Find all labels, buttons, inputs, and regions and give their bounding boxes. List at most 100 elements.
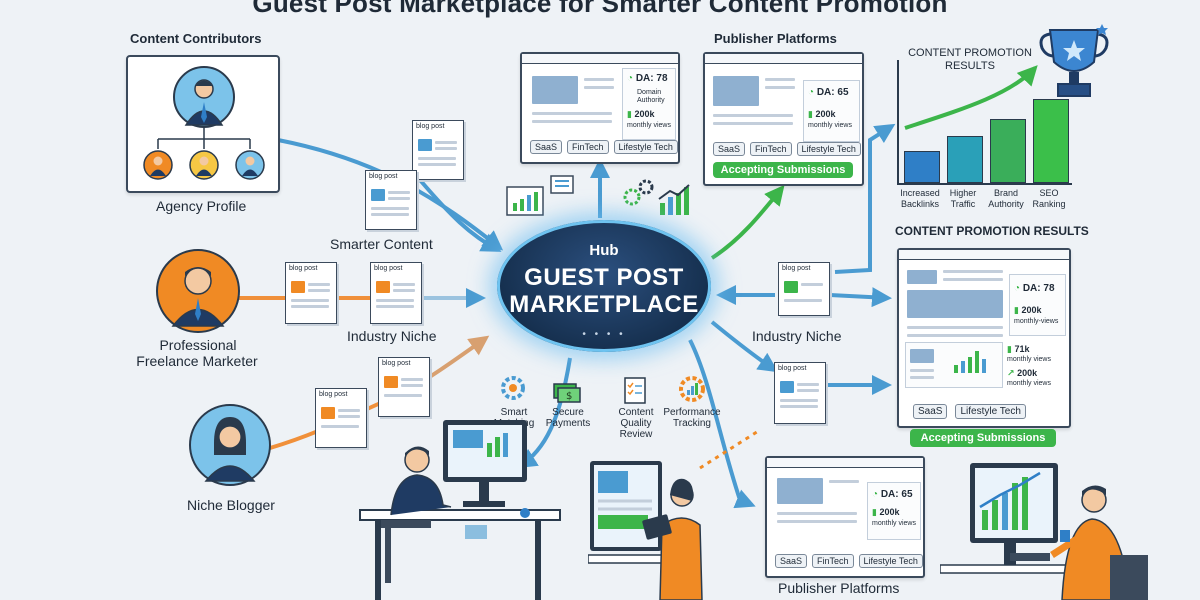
smarter-content-label: Smarter Content (330, 236, 433, 252)
checklist-icon (624, 377, 646, 404)
results-panel[interactable]: ◔ DA: 78 ▮ 200k monthly-views ▮ 71k mont… (897, 248, 1071, 428)
card3-tags: SaaS FinTech Lifestyle Tech (775, 554, 923, 568)
chart-y-axis (897, 60, 899, 185)
card2-tags: SaaS FinTech Lifestyle Tech (713, 142, 861, 156)
arrow-hub-to-desk-left (516, 357, 572, 469)
publisher-card-2[interactable]: ◔ DA: 65 ▮ 200k monthly views SaaS FinTe… (703, 52, 864, 186)
marketplace-hub[interactable]: Hub GUEST POST MARKETPLACE • • • • (497, 220, 711, 352)
trophy-icon (1039, 24, 1109, 97)
hub-title-line2: MARKETPLACE (509, 291, 699, 318)
results-chart-heading: CONTENT PROMOTION RESULTS (908, 47, 1032, 72)
agency-people-icon (143, 66, 265, 180)
blog-post-doc: blog post (774, 362, 826, 424)
card1-views-sub: monthly views (627, 122, 671, 129)
document-icon (550, 175, 574, 194)
tag[interactable]: FinTech (812, 554, 854, 568)
card2-views: ▮ 200k (808, 109, 836, 119)
card1-tags: SaaS FinTech Lifestyle Tech (530, 140, 678, 154)
tag[interactable]: SaaS (713, 142, 746, 156)
hub-small-label: Hub (589, 242, 619, 259)
arrow-hub-to-right-doc (710, 320, 779, 373)
blog-post-doc: blog post (778, 262, 830, 316)
agency-profile-label: Agency Profile (156, 198, 247, 214)
panel-mini-chart (905, 342, 1003, 388)
freelance-marketer-avatar (155, 248, 241, 334)
growth-chart-icon (658, 184, 690, 215)
publisher-card-3[interactable]: ◔ DA: 65 ▮ 200k monthly views SaaS FinTe… (765, 456, 925, 578)
blog-post-doc: blog post (315, 388, 367, 448)
chart-x-axis (897, 183, 1072, 185)
gears-icon (623, 179, 654, 206)
agency-profile-card (126, 55, 280, 193)
arrow-hub-to-publisher-bottom (688, 339, 756, 509)
panel-stats: ▮ 71k monthly views ↗ 200k monthly views (1007, 344, 1051, 387)
publisher-platforms-bottom-heading: Publisher Platforms (778, 580, 900, 596)
industry-niche-right-label: Industry Niche (752, 328, 842, 344)
panel-tags: SaaS Lifestyle Tech (913, 404, 1026, 419)
card3-views-sub: monthly views (872, 520, 916, 527)
arrow-hub-to-publisher-green (710, 184, 785, 260)
chart-trend-arrow (904, 65, 1038, 130)
tag[interactable]: Lifestyle Tech (858, 554, 923, 568)
panel-da: ◔ DA: 78 (1014, 283, 1055, 294)
hub-dots: • • • • (582, 329, 626, 340)
blog-post-doc: blog post (378, 357, 430, 417)
arrow-to-results-panel (829, 287, 892, 308)
freelance-label-line2: Freelance Marketer (136, 353, 258, 369)
results-bar (1033, 99, 1069, 183)
man-at-computer-illustration (940, 463, 1148, 600)
panel-views1: ▮ 200k (1014, 305, 1042, 315)
tag[interactable]: Lifestyle Tech (796, 142, 861, 156)
page-title: Guest Post Marketplace for Smarter Conte… (252, 0, 948, 18)
tag[interactable]: Lifestyle Tech (955, 404, 1026, 419)
blog-post-doc-label: blog post (289, 265, 318, 272)
blog-post-doc: blog post (365, 170, 417, 230)
blog-post-doc-label: blog post (382, 360, 411, 367)
blog-post-doc: blog post (412, 120, 464, 180)
tag[interactable]: FinTech (750, 142, 792, 156)
hub-title-line1: GUEST POST (524, 264, 684, 291)
blog-post-doc-label: blog post (319, 391, 348, 398)
niche-blogger-avatar (188, 403, 272, 487)
panel-views3-sub: monthly views (1007, 380, 1051, 387)
accepting-submissions-badge[interactable]: Accepting Submissions (713, 162, 853, 178)
blog-post-doc-label: blog post (374, 265, 403, 272)
tag[interactable]: SaaS (530, 140, 563, 154)
results-panel-heading: CONTENT PROMOTION RESULTS (895, 224, 1089, 238)
dashed-link (699, 428, 761, 470)
results-bar (904, 151, 940, 183)
accepting-submissions-badge[interactable]: Accepting Submissions (910, 429, 1056, 447)
card3-views: ▮ 200k (872, 507, 900, 517)
card1-views: ▮ 200k (627, 109, 655, 119)
tag[interactable]: SaaS (775, 554, 808, 568)
tag[interactable]: SaaS (913, 404, 948, 419)
blog-post-doc: blog post (370, 262, 422, 324)
gear-icon (501, 376, 525, 400)
card3-da: ◔ DA: 65 (872, 489, 913, 500)
person-avatar-icon (156, 249, 240, 333)
card2-views-sub: monthly views (808, 122, 852, 129)
results-bar (947, 136, 983, 183)
industry-niche-left-label: Industry Niche (347, 328, 437, 344)
man-at-desk-illustration (359, 420, 561, 600)
woman-with-tablet-illustration (588, 461, 703, 600)
blog-post-doc-label: blog post (369, 173, 398, 180)
freelance-label-line1: Professional (159, 337, 237, 353)
gear-chart-icon (679, 376, 705, 402)
blog-post-doc-label: blog post (778, 365, 807, 372)
blog-post-doc-label: blog post (782, 265, 811, 272)
results-bars-area (900, 83, 1072, 183)
panel-views1-sub: monthly-views (1014, 318, 1059, 325)
tag[interactable]: FinTech (567, 140, 609, 154)
tag[interactable]: Lifestyle Tech (613, 140, 678, 154)
arrow-to-chart (834, 123, 896, 274)
contributors-heading: Content Contributors (130, 31, 262, 46)
svg-text:$: $ (566, 391, 572, 402)
